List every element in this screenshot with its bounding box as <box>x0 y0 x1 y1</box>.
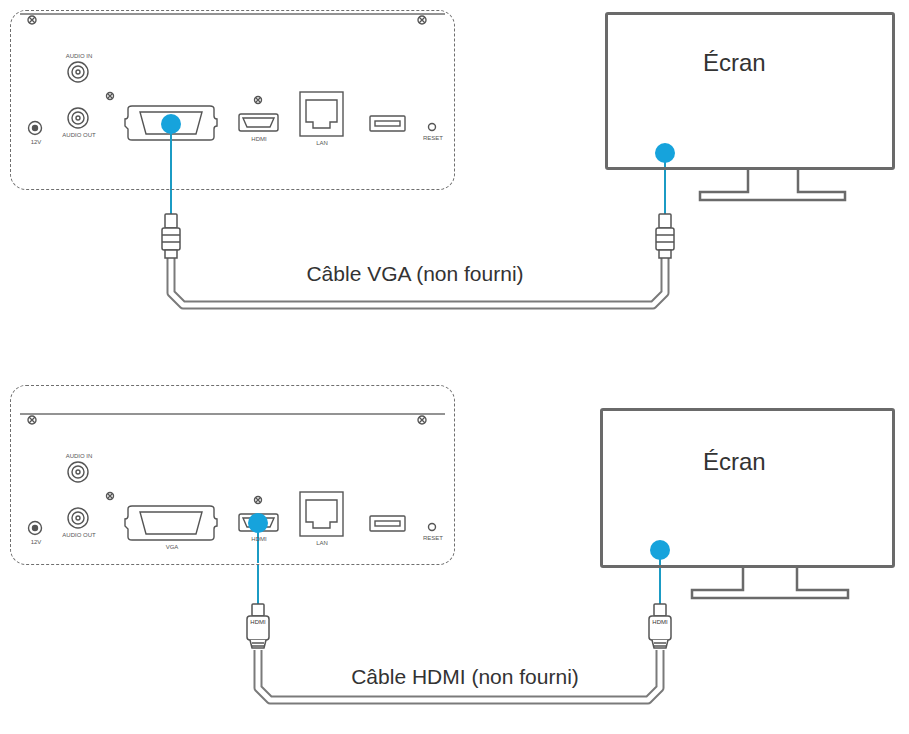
port-label: AUDIO OUT <box>62 532 95 539</box>
port-label: LAN <box>316 140 328 147</box>
cable-label: Câble HDMI (non fourni) <box>347 664 583 689</box>
device-back-panel: AUDIO IN AUDIO OUT 12V VGA HDMI LAN RESET <box>10 385 455 565</box>
plug-label: HDMI <box>250 619 265 625</box>
port-label: AUDIO IN <box>66 53 93 60</box>
port-label: LAN <box>316 540 328 547</box>
lead-line <box>170 190 172 214</box>
cable-core <box>258 650 660 700</box>
port-label: 12V <box>31 539 42 546</box>
port-label: AUDIO OUT <box>62 132 95 139</box>
cable-label: Câble VGA (non fourni) <box>302 261 527 286</box>
port-label: VGA <box>166 544 179 551</box>
monitor-screen: Écran <box>605 12 895 170</box>
cable-connector <box>247 565 671 700</box>
device-back-panel: AUDIO IN AUDIO OUT 12V HDMI LAN RESET <box>10 10 455 190</box>
port-label: HDMI <box>251 136 266 143</box>
vga-plug <box>162 214 180 258</box>
cable-connector <box>162 170 674 305</box>
cable-outline <box>171 258 665 305</box>
vga-plug <box>656 214 674 258</box>
port-label: AUDIO IN <box>66 453 93 460</box>
port-label: RESET <box>423 135 443 142</box>
port-label: HDMI <box>251 536 266 543</box>
lead-line <box>664 170 666 214</box>
lead-line <box>257 565 259 604</box>
hdmi-plug <box>649 604 671 648</box>
screen-label: Écran <box>703 449 766 475</box>
screen-label: Écran <box>703 50 766 76</box>
cable-outline <box>258 650 660 700</box>
cable-core <box>171 258 665 305</box>
port-label: 12V <box>31 139 42 146</box>
plug-label: HDMI <box>652 619 667 625</box>
port-label: RESET <box>423 535 443 542</box>
lead-line <box>659 568 661 604</box>
monitor-screen: Écran <box>600 408 895 568</box>
hdmi-plug <box>247 604 269 648</box>
